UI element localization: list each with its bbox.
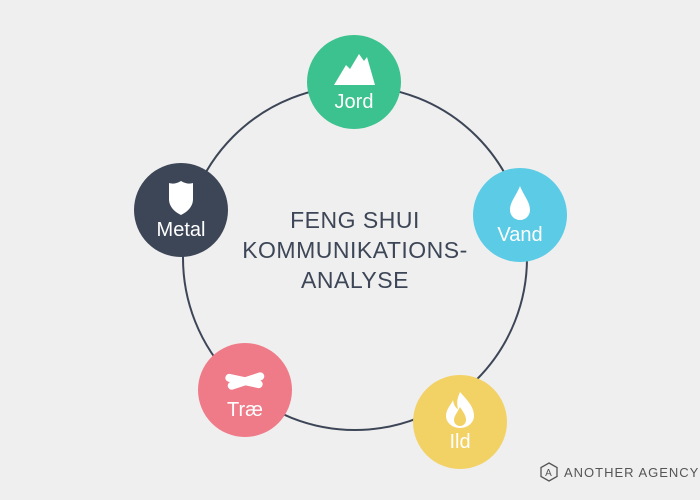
title-line-1: FENG SHUI (290, 207, 420, 233)
shield-icon (169, 181, 193, 215)
brand-name: ANOTHER AGENCY (564, 464, 700, 480)
title-line-2: KOMMUNIKATIONS- (242, 237, 468, 263)
node-label: Træ (227, 399, 263, 421)
node-trae: Træ (198, 343, 292, 437)
node-ild: Ild (413, 375, 507, 469)
logs-icon (225, 372, 265, 390)
mountain-icon (334, 54, 375, 85)
svg-text:A: A (545, 468, 553, 479)
node-label: Vand (497, 224, 543, 246)
node-jord: Jord (307, 35, 401, 129)
brand-logo: A ANOTHER AGENCY (540, 462, 699, 482)
flame-icon (446, 392, 474, 428)
title-line-3: ANALYSE (301, 267, 409, 293)
hexagon-logo-icon: A (540, 462, 558, 482)
node-label: Ild (449, 431, 471, 453)
node-metal: Metal (134, 163, 228, 257)
water-drop-icon (510, 186, 530, 220)
node-label: Metal (156, 219, 206, 241)
node-vand: Vand (473, 168, 567, 262)
node-label: Jord (334, 91, 374, 113)
diagram-title: FENG SHUI KOMMUNIKATIONS- ANALYSE (235, 205, 475, 295)
